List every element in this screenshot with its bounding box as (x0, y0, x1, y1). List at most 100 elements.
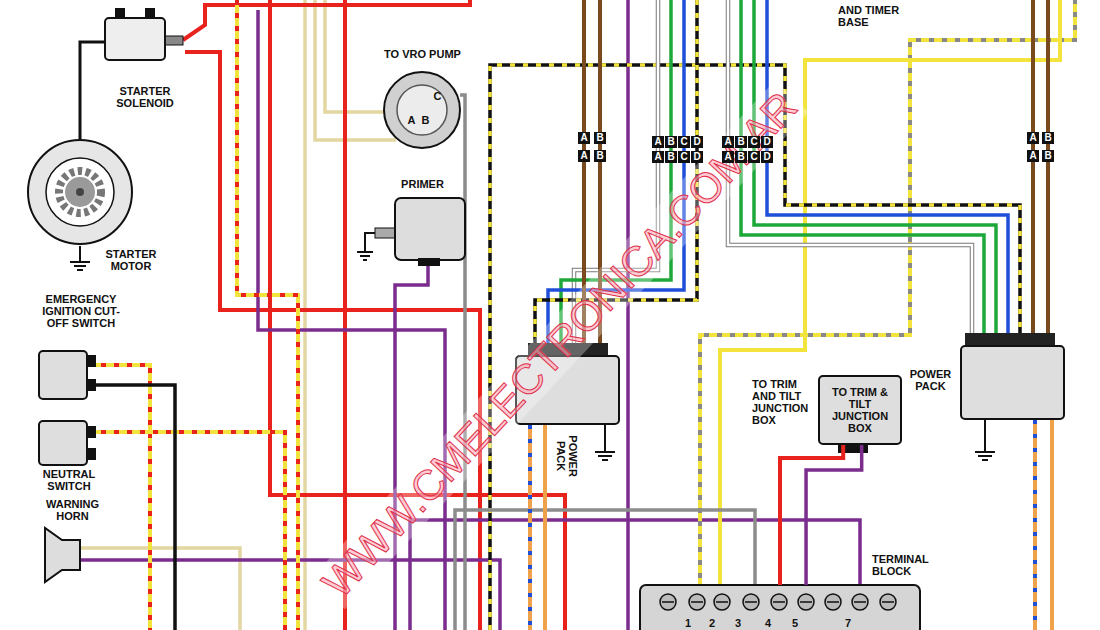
pin-letter: B (735, 151, 747, 163)
wire (728, 0, 972, 345)
pin-letter: A (578, 150, 590, 162)
wire (237, 0, 298, 630)
component-label: TO VRO PUMP (375, 48, 470, 60)
terminal-number: 3 (732, 617, 744, 629)
component-area (105, 18, 165, 60)
wire-stripe (528, 425, 532, 630)
component-label: PRIMER (385, 178, 460, 190)
motor-face (46, 158, 114, 226)
wire (626, 0, 630, 630)
pin-letter: C (678, 136, 690, 148)
pin-letter: A (578, 132, 590, 144)
wire (88, 365, 150, 630)
pin-letter: B (665, 136, 677, 148)
motor-housing (28, 140, 132, 244)
pump-connector (384, 72, 460, 148)
pin-letter: B (1042, 150, 1054, 162)
terminal-number: 1 (682, 617, 694, 629)
ground-symbol (357, 233, 375, 260)
ignition-cutoff-switch: EMERGENCY IGNITION CUT-OFF SWITCH (35, 293, 135, 403)
component-label: AND TIMER BASE (838, 4, 910, 28)
wire (528, 425, 532, 630)
terminal-block: TERMINAL BLOCK 12 3 4 5 7 (640, 553, 945, 630)
pump-connector-face (397, 85, 447, 135)
component-label: STARTER SOLENOID (100, 85, 190, 109)
primer-body (395, 198, 465, 260)
wire (754, 0, 996, 345)
wire (1046, 0, 1050, 345)
pin-letter: A (722, 136, 734, 148)
gear (65, 177, 95, 207)
pin-letter: D (761, 151, 773, 163)
primer-bracket (375, 228, 395, 238)
neutral-switch: NEUTRAL SWITCH (35, 418, 125, 498)
component-area (28, 140, 132, 244)
pin-letter: D (761, 136, 773, 148)
wire (325, 0, 384, 112)
pin-letter: C (432, 90, 443, 102)
gear-teeth (59, 171, 101, 213)
wire-connector (780, 445, 843, 585)
component-area (395, 198, 465, 260)
component-area (640, 585, 920, 630)
warning-horn: WARNING HORN (35, 498, 120, 586)
pin-letter: C (748, 151, 760, 163)
starter-motor: STARTER MOTOR (25, 135, 160, 277)
wire (343, 0, 347, 630)
terminal-number: 5 (789, 617, 801, 629)
wire (1031, 0, 1035, 345)
component-area (45, 528, 80, 583)
wire-stripe (88, 432, 285, 630)
wire-stripe (237, 0, 298, 630)
horn-symbol (45, 528, 80, 582)
wire-connector (806, 445, 862, 585)
pin-letter: B (735, 136, 747, 148)
component-label: POWER PACK (555, 432, 579, 480)
wire (460, 95, 465, 630)
wire (88, 432, 285, 630)
terminal-number: 7 (842, 617, 854, 629)
pin-letter: A (1027, 150, 1039, 162)
wire (728, 0, 972, 345)
pin-letter: D (691, 151, 703, 163)
component-area (384, 72, 460, 148)
junction-box: TO TRIM & TILT JUNCTION BOX (818, 375, 902, 445)
pin-letter: D (691, 136, 703, 148)
pin-letter: B (665, 151, 677, 163)
component-housing (960, 345, 1065, 420)
pin-letter: A (652, 136, 664, 148)
component-label: TO TRIM & TILT JUNCTION BOX (824, 386, 896, 434)
component-label: POWER PACK (903, 368, 958, 392)
vro-pump-connector: TO VRO PUMPABC (375, 48, 470, 153)
wire (185, 52, 480, 630)
pin-letter: C (678, 151, 690, 163)
component-label: STARTER MOTOR (103, 248, 159, 272)
wire-stripe (1033, 420, 1037, 630)
component-label: TERMINAL BLOCK (872, 553, 942, 577)
ground-symbol (975, 420, 995, 460)
pin-letter: B (420, 114, 431, 126)
terminal-strip (640, 585, 920, 630)
component-label: WARNING HORN (35, 498, 110, 522)
wire (543, 425, 547, 630)
pin-letter: C (748, 136, 760, 148)
wire-stripe (88, 365, 150, 630)
component-label: NEUTRAL SWITCH (35, 468, 103, 492)
pin-letter: A (652, 151, 664, 163)
ground-symbol (595, 425, 615, 460)
component-label: EMERGENCY IGNITION CUT-OFF SWITCH (37, 293, 125, 329)
wire (88, 385, 175, 630)
wire (767, 0, 1008, 345)
ground-symbol (70, 246, 90, 270)
wire (395, 265, 428, 630)
gear-hub (76, 188, 84, 196)
terminal-number: 2 (706, 617, 718, 629)
primer-plug (418, 258, 440, 266)
wire (315, 0, 396, 140)
starter-solenoid: STARTER SOLENOID (95, 5, 195, 115)
terminal-number: 4 (762, 617, 774, 629)
component-housing (38, 420, 88, 466)
wire (183, 0, 470, 40)
wire (270, 0, 565, 630)
solenoid-terminal (145, 8, 155, 18)
